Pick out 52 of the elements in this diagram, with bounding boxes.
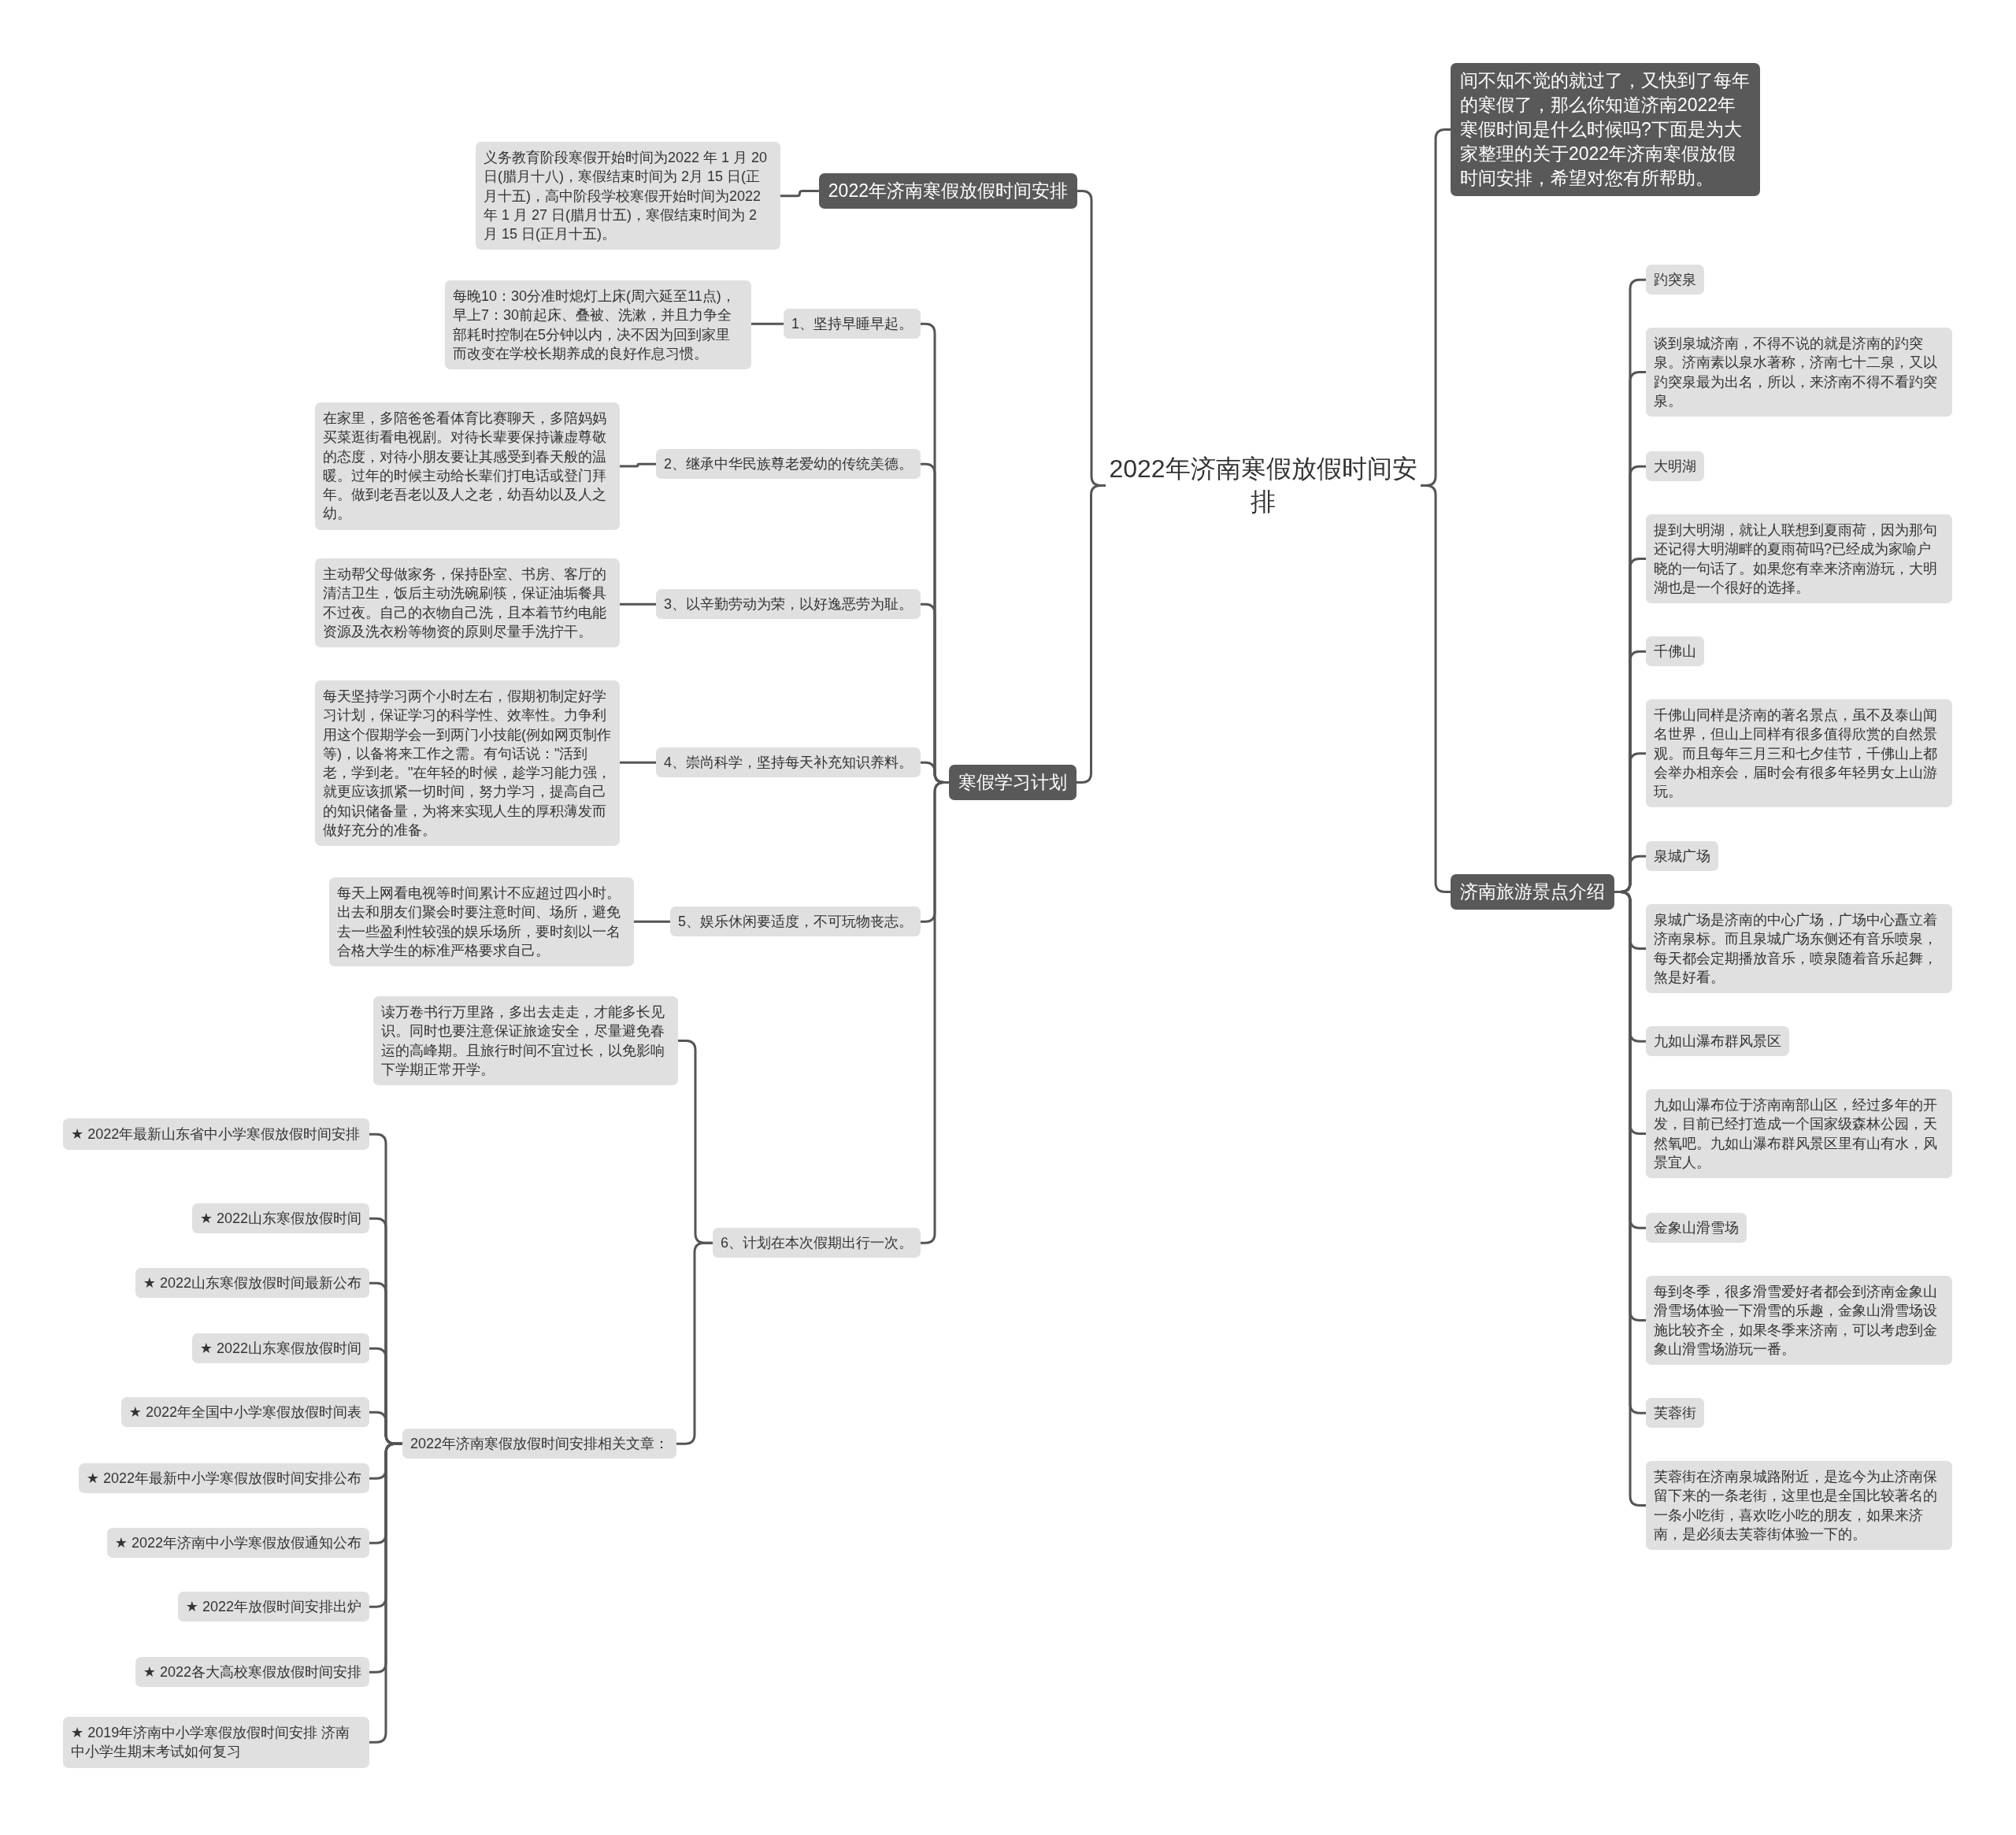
topic-box: 6、计划在本次假期出行一次。 (713, 1228, 921, 1259)
topic-box: 九如山瀑布群风景区 (1646, 1026, 1789, 1057)
note-box: 提到大明湖，就让人联想到夏雨荷，因为那句还记得大明湖畔的夏雨荷吗?已经成为家喻户晓的一句话了。如果您有幸来济南游玩，大明湖也是一个很好的选择。 (1646, 514, 1952, 604)
connector-line (780, 190, 819, 198)
topic-box: 大明湖 (1646, 451, 1704, 482)
article-link-box: ★ 2022年全国中小学寒假放假时间表 (120, 1397, 369, 1428)
note-box: 每天上网看电视等时间累计不应超过四小时。出去和朋友们聚会时要注意时间、场所，避免去一些盈利性较强的娱乐场所，要时刻以一名合格大学生的标准严格要求自己。 (329, 877, 634, 967)
article-link-box: ★ 2019年济南中小学寒假放假时间安排 济南中小学生期末考试如何复习 (63, 1717, 369, 1768)
topic-box: 金象山滑雪场 (1646, 1213, 1747, 1244)
article-link-box: ★ 2022山东寒假放假时间 (191, 1203, 369, 1234)
note-box: 千佛山同样是济南的著名景点，虽不及泰山闻名世界，但山上同样有很多值得欣赏的自然景观。而且每年三月三和七夕佳节，千佛山上都会举办相亲会，届时会有很多年轻男女上山游玩。 (1646, 699, 1952, 808)
central-topic: 2022年济南寒假放假时间安排 (1106, 453, 1421, 519)
connector-line (751, 322, 784, 325)
connector-line (620, 761, 656, 764)
branch-box: 寒假学习计划 (949, 765, 1077, 801)
article-link-box: ★ 2022年最新中小学寒假放假时间安排公布 (78, 1463, 369, 1494)
note-box: 每天坚持学习两个小时左右，假期初制定好学习计划，保证学习的科学性、效率性。力争利用这个假期学会一到两门小技能(例如网页制作等)，以备将来工作之需。有句话说："活到老，学到老。"在年轻的时候，趁学习能力强，就更应该抓紧一切时间，努力学习，提高自己的知识储备量，为将来实现人生的厚积薄发而做好充分的准备。 (315, 680, 620, 847)
article-link-box: ★ 2022年济南中小学寒假放假通知公布 (106, 1528, 369, 1559)
article-link-box: ★ 2022山东寒假放假时间最新公布 (135, 1268, 369, 1299)
topic-box: 千佛山 (1646, 636, 1704, 667)
topic-box: 5、娱乐休闲要适度，不可玩物丧志。 (670, 906, 921, 937)
topic-box: 4、崇尚科学，坚持每天补充知识养料。 (656, 747, 921, 778)
note-box: 谈到泉城济南，不得不说的就是济南的趵突泉。济南素以泉水著称，济南七十二泉，又以趵突泉最为出名，所以，来济南不得不看趵突泉。 (1646, 328, 1952, 417)
topic-box: 2、继承中华民族尊老爱幼的传统美德。 (656, 449, 921, 480)
note-box: 九如山瀑布位于济南南部山区，经过多年的开发，目前已经打造成一个国家级森林公园，天然氧吧。九如山瀑布群风景区里有山有水，风景宜人。 (1646, 1089, 1952, 1179)
article-link-box: ★ 2022年放假时间安排出炉 (177, 1592, 369, 1622)
topic-box: 芙蓉街 (1646, 1398, 1704, 1429)
topic-box: 2022年济南寒假放假时间安排相关文章： (402, 1429, 676, 1459)
article-link-box: ★ 2022山东寒假放假时间 (191, 1333, 369, 1364)
note-box: 每晚10：30分准时熄灯上床(周六延至11点)，早上7：30前起床、叠被、洗漱，并且力争全部耗时控制在5分钟以内，决不因为回到家里而改变在学校长期养成的良好作息习惯。 (445, 280, 751, 370)
note-box: 读万卷书行万里路，多出去走走，才能多长见识。同时也要注意保证旅途安全，尽量避免春运的高峰期。且旅行时间不宜过长，以免影响下学期正常开学。 (373, 996, 678, 1086)
article-link-box: ★ 2022各大高校寒假放假时间安排 (135, 1657, 369, 1688)
note-box: 芙蓉街在济南泉城路附近，是迄今为止济南保留下来的一条老街，这里也是全国比较著名的一条小吃街，喜欢吃小吃的朋友，如果来济南，是必须去芙蓉街体验一下的。 (1646, 1461, 1952, 1551)
note-box: 在家里，多陪爸爸看体育比赛聊天，多陪妈妈买菜逛街看电视剧。对待长辈要保持谦虚尊敬的态度，对待小朋友要让其感受到春天般的温暖。过年的时候主动给长辈们打电话或登门拜年。做到老吾老以及人之老，幼吾幼以及人之幼。 (315, 402, 620, 530)
intro-box: 间不知不觉的就过了，又快到了每年的寒假了，那么你知道济南2022年寒假时间是什么时候吗?下面是为大家整理的关于2022年济南寒假放假时间安排，希望对您有所帮助。 (1451, 63, 1760, 197)
article-link-box: ★ 2022年最新山东省中小学寒假放假时间安排 (63, 1118, 369, 1151)
connector-line (369, 1442, 402, 1744)
topic-box: 趵突泉 (1646, 265, 1704, 295)
connector-line (634, 920, 670, 923)
connector-line (676, 1241, 713, 1445)
connector-line (1077, 484, 1106, 784)
topic-box: 泉城广场 (1646, 841, 1718, 872)
branch-box: 济南旅游景点介绍 (1451, 874, 1614, 910)
connector-line (620, 462, 656, 468)
branch-box: 2022年济南寒假放假时间安排 (818, 173, 1077, 209)
note-box: 泉城广场是济南的中心广场，广场中心矗立着济南泉标。而且泉城广场东侧还有音乐喷泉，每天都会定期播放音乐，喷泉随着音乐起舞，煞是好看。 (1646, 904, 1952, 994)
note-box: 义务教育阶段寒假开始时间为2022 年 1 月 20 日(腊月十八)，寒假结束时间为 2月 15 日(正月十五)，高中阶段学校寒假开始时间为2022 年 1 月 27 日(腊月廿五)，寒假结束时间为 2 月 15 日(正月十五)。 (476, 142, 780, 250)
note-box: 主动帮父母做家务，保持卧室、书房、客厅的清洁卫生，饭后主动洗碗刷筷，保证油垢餐具不过夜。自己的衣物自己洗，且本着节约电能资源及洗衣粉等物资的原则尽量手洗拧干。 (315, 558, 620, 648)
note-box: 每到冬季，很多滑雪爱好者都会到济南金象山滑雪场体验一下滑雪的乐趣，金象山滑雪场设施比较齐全，如果冬季来济南，可以考虑到金象山滑雪场游玩一番。 (1646, 1276, 1952, 1366)
connector-line (620, 602, 656, 606)
topic-box: 3、以辛勤劳动为荣，以好逸恶劳为耻。 (656, 589, 921, 620)
topic-box: 1、坚持早睡早起。 (784, 309, 921, 339)
